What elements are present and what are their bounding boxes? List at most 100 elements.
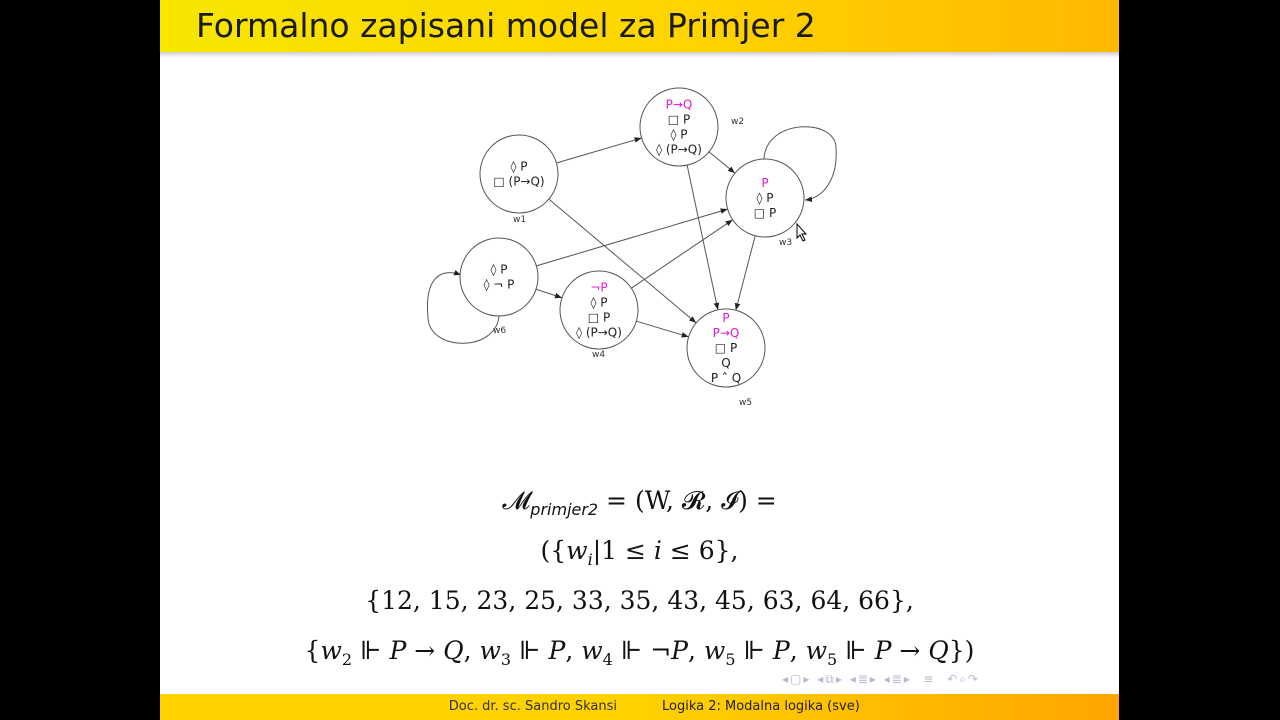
world-formula: P→Q (713, 326, 740, 340)
world-formula: □ P (715, 341, 737, 355)
world-label: w5 (739, 398, 752, 408)
eq4-subscript: 2 (341, 650, 353, 669)
footer-author: Doc. dr. sc. Sandro Skansi (448, 699, 617, 714)
equation-line-3: {12, 15, 23, 25, 33, 35, 43, 45, 63, 64,… (365, 586, 914, 615)
world-formula: ¬P (590, 281, 607, 295)
equation-line-4: {w2 ⊩ P → Q, w3 ⊩ P, w4 ⊩ ¬P, w5 ⊩ P, w5… (160, 636, 1119, 669)
beamer-navigation: ◂▢▸ ◂⧉▸ ◂≣▸ ◂≣▸ ≡ ↶⌕↷ (782, 672, 980, 687)
eq4-token: ⊩ ¬ (612, 636, 672, 665)
eq4-token: Q (928, 636, 949, 665)
world-formula: ◊ ¬ P (484, 278, 515, 292)
eq4-token: w (805, 636, 828, 665)
eq4-subscript: 5 (827, 650, 838, 669)
eq4-token: ⊩ (511, 636, 549, 665)
model-subscript: primjer2 (530, 500, 599, 519)
world-formula: ◊ P (671, 128, 688, 142)
eq2-w-sub: i (587, 550, 593, 569)
slide: Formalno zapisani model za Primjer 2 ◊ P… (160, 0, 1119, 720)
eq4-token: w (320, 636, 342, 665)
eq4-token: ⊩ (735, 636, 773, 665)
world-formula: ◊ (P→Q) (576, 326, 622, 340)
slide-title: Formalno zapisani model za Primjer 2 (196, 6, 816, 45)
world-label: w4 (592, 350, 605, 360)
nav-subsection-icon[interactable]: ⧉ (825, 672, 836, 686)
nav-frame-icon[interactable]: ▢ (790, 672, 804, 686)
world-formula: □ P (588, 311, 610, 325)
world-w1: ◊ P□ (P→Q) w1 (479, 134, 559, 225)
nav-next-section-icon[interactable]: ▸ (869, 672, 878, 686)
eq2-w: w (566, 536, 588, 565)
eq4-token: w (703, 636, 726, 665)
eq4-token: P (874, 636, 892, 665)
eq4-token: → (891, 636, 929, 665)
nav-prev-section-icon[interactable]: ◂ (849, 672, 858, 686)
title-shadow (160, 52, 1119, 58)
title-bar: Formalno zapisani model za Primjer 2 (160, 0, 1119, 52)
relation-w4-w3 (631, 219, 733, 289)
world-formula: ◊ P (591, 296, 608, 310)
eq4-subscript: 3 (500, 650, 512, 669)
equation-line-2: ({wi|1 ≤ i ≤ 6}, (160, 536, 1119, 569)
world-formula: ◊ P (511, 160, 528, 174)
world-formula: ◊ P (491, 263, 508, 277)
footer-author-box: Doc. dr. sc. Sandro Skansi (160, 694, 639, 720)
nav-redo-icon[interactable]: ↷ (967, 672, 980, 686)
world-formula: ◊ (P→Q) (656, 143, 702, 157)
model-tuple: = (W, 𝓡, 𝓘) = (598, 486, 777, 515)
world-label: w6 (493, 326, 506, 336)
nav-undo-icon[interactable]: ↶ (947, 672, 960, 686)
world-w4: ¬P◊ P□ P◊ (P→Q) w4 (559, 270, 639, 360)
world-formula: P (761, 176, 768, 190)
world-w3: P◊ P□ Pw3 (725, 158, 805, 248)
footer: Doc. dr. sc. Sandro Skansi Logika 2: Mod… (160, 694, 1119, 720)
nav-menu-icon[interactable]: ≡ (917, 672, 942, 686)
equation-line-1: 𝓜primjer2 = (W, 𝓡, 𝓘) = (160, 486, 1119, 519)
eq4-token: P (671, 636, 688, 665)
eq4-token: , (565, 636, 582, 665)
eq4-token: P (548, 636, 566, 665)
eq4-token: ⊩ (837, 636, 875, 665)
eq4-token: w (479, 636, 501, 665)
model-symbol: 𝓜 (502, 486, 531, 515)
nav-subsec2-icon[interactable]: ≣ (891, 672, 904, 686)
world-node (479, 134, 559, 214)
nav-next-frame-icon[interactable]: ▸ (803, 672, 812, 686)
nav-prev-subsec2-icon[interactable]: ◂ (883, 672, 892, 686)
relation-w3-w3 (763, 126, 837, 203)
relation-w1-w2 (556, 137, 642, 164)
nav-prev-frame-icon[interactable]: ◂ (782, 672, 791, 686)
world-formula: P→Q (666, 98, 693, 112)
world-label: w1 (513, 215, 526, 225)
eq4-token: w (581, 636, 603, 665)
world-formula: P (722, 311, 729, 325)
mouse-cursor-icon (796, 222, 808, 242)
nav-next-subsection-icon[interactable]: ▸ (835, 672, 844, 686)
world-w6: ◊ P◊ ¬ P w6 (459, 237, 539, 336)
world-label: w3 (779, 238, 792, 248)
world-w5: PP→Q□ PQP ˄ Qw5 (686, 308, 766, 408)
footer-course-box: Logika 2: Modalna logika (sve) (639, 694, 1119, 720)
nav-prev-subsection-icon[interactable]: ◂ (817, 672, 826, 686)
kripke-diagram: ◊ P□ (P→Q)w1P→Q□ P◊ P◊ (P→Q)w2P◊ P□ Pw3¬… (426, 87, 837, 408)
world-formula: □ (P→Q) (493, 175, 544, 189)
world-node (559, 270, 639, 350)
footer-course: Logika 2: Modalna logika (sve) (662, 699, 860, 714)
world-node (725, 158, 805, 238)
nav-section-icon[interactable]: ≣ (857, 672, 870, 686)
eq4-token: , (789, 636, 806, 665)
eq4-token: { (304, 636, 321, 665)
relation-w6-w3 (536, 208, 728, 267)
eq4-subscript: 5 (725, 650, 736, 669)
relation-w4-w5 (636, 320, 689, 338)
nav-next-subsec2-icon[interactable]: ▸ (903, 672, 912, 686)
nav-search-icon[interactable]: ⌕ (959, 672, 968, 686)
relation-w6-w6 (426, 269, 500, 344)
world-formula: □ P (754, 206, 776, 220)
world-node (459, 237, 539, 317)
world-w2: P→Q□ P◊ P◊ (P→Q)w2 (639, 87, 744, 167)
relation-w2-w5 (686, 165, 720, 310)
eq4-token: Q (443, 636, 464, 665)
world-label: w2 (731, 117, 744, 127)
world-node (686, 308, 766, 388)
eq4-token: ⊩ (352, 636, 390, 665)
